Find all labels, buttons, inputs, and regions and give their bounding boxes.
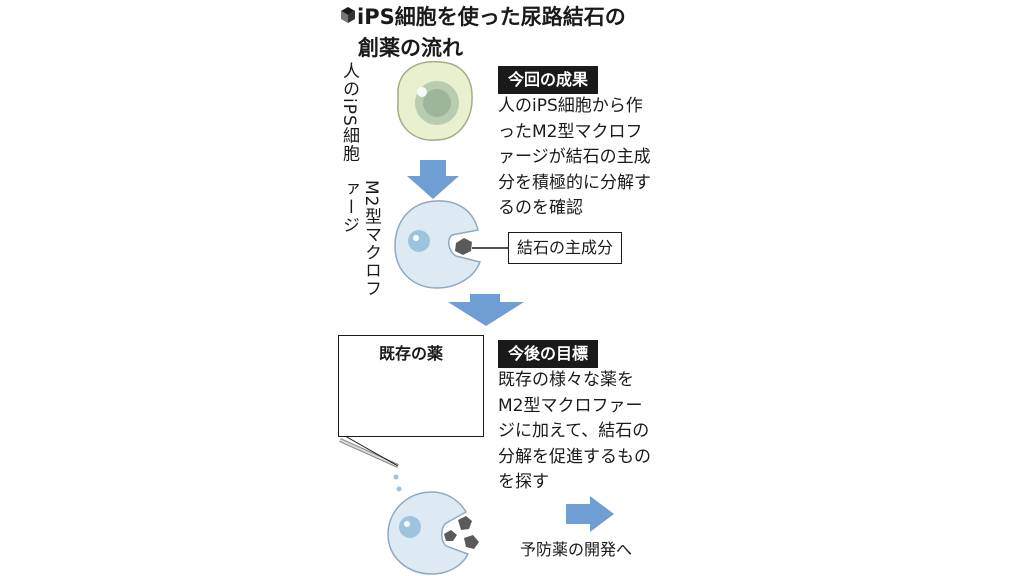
ips-cell-label: 人のiPS細胞	[339, 62, 359, 163]
macrophage-cell-1	[394, 200, 481, 289]
stone-fragment	[455, 238, 472, 255]
flow-arrow-1	[407, 160, 459, 199]
future-text: 既存の様々な薬を M2型マクロファー ジに加えて、結石の 分解を促進するもの を…	[498, 368, 651, 496]
results-line: ったM2型マクロフ	[498, 121, 643, 142]
title-line-2: 創薬の流れ	[358, 36, 463, 60]
results-text: 人のiPS細胞から作 ったM2型マクロフ ァージが結石の主成 分を積極的に分解す…	[498, 94, 651, 222]
title-line-1: iPS細胞を使った尿路結石の	[357, 5, 626, 29]
results-header: 今回の成果	[498, 66, 599, 94]
future-header: 今後の目標	[498, 340, 599, 368]
future-line: ジに加えて、結石の	[498, 421, 650, 441]
stone-component-callout: 結石の主成分	[508, 232, 623, 264]
future-line: を探す	[498, 472, 549, 492]
pipette-icon	[337, 431, 402, 492]
macrophage-label: M2型マクロファージ	[339, 180, 381, 298]
results-line: 人のiPS細胞から作	[498, 96, 643, 116]
goal-arrow-shape	[566, 496, 614, 532]
future-line: 既存の様々な薬を	[498, 370, 634, 390]
results-line: 分を積極的に分解す	[498, 172, 651, 193]
cube-icon	[341, 7, 355, 23]
ips-cell	[397, 60, 473, 141]
flow-arrow-2	[448, 294, 524, 326]
existing-drugs-box: 既存の薬	[338, 335, 484, 437]
future-line: 分解を促進するもの	[498, 446, 651, 467]
dissolved-stone-fragments	[444, 516, 479, 549]
existing-drugs-title: 既存の薬	[378, 344, 443, 363]
future-line: M2型マクロファー	[498, 395, 643, 416]
results-line: るのを確認	[498, 198, 583, 218]
macrophage-cell-2	[387, 491, 470, 575]
infographic-panel	[322, 0, 702, 576]
results-line: ァージが結石の主成	[498, 147, 651, 167]
page-title: iPS細胞を使った尿路結石の 創薬の流れ	[340, 2, 680, 64]
goal-label: 予防薬の開発へ	[520, 540, 633, 559]
